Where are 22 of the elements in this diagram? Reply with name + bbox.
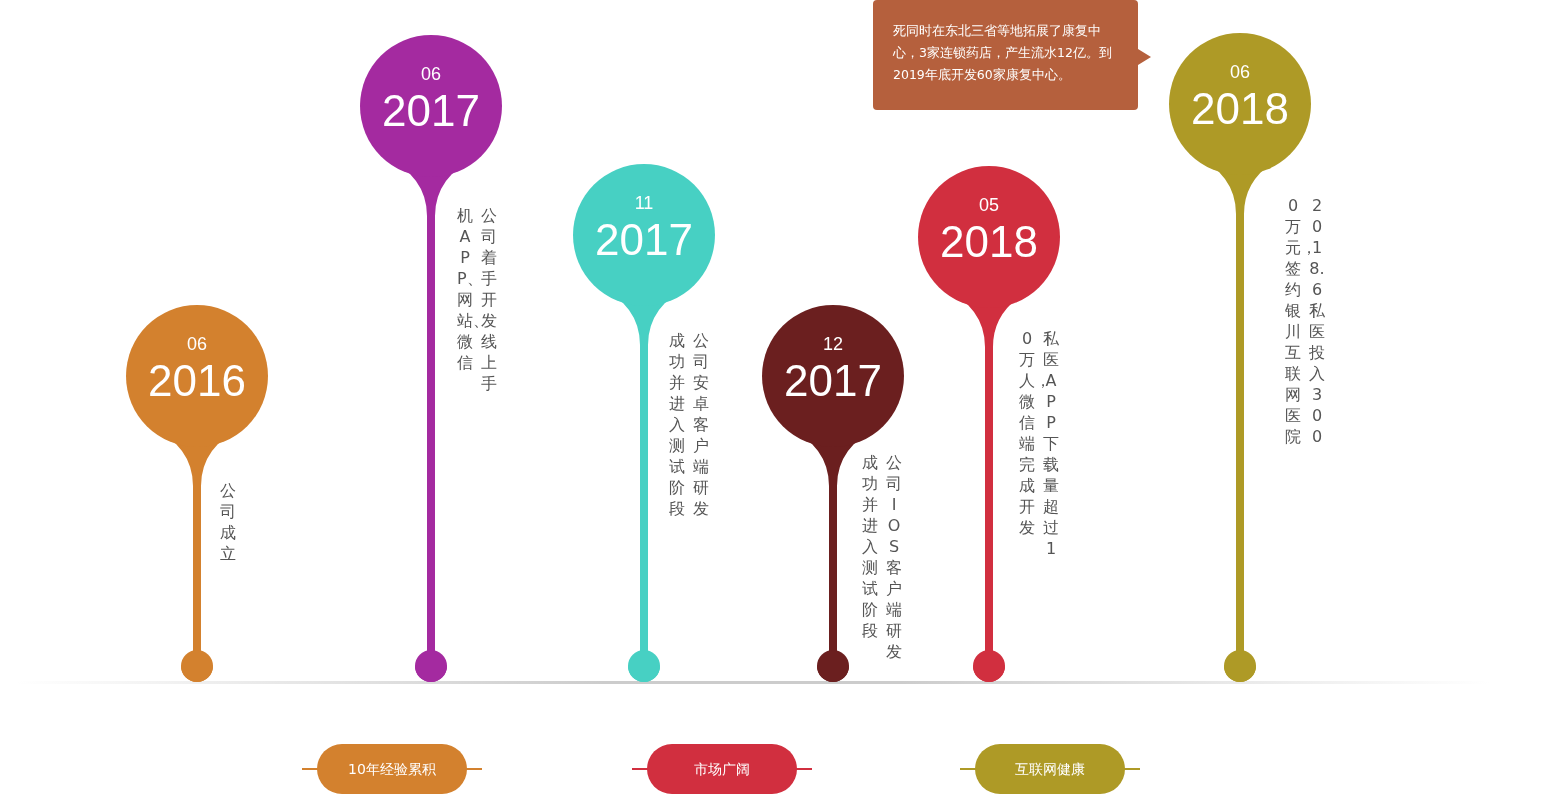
milestone-text: 2018.6私医投入3000万元，签约银川互联网医院 — [1285, 195, 1325, 447]
callout-box: 死同时在东北三省等地拓展了康复中心，3家连锁药店，产生流水12亿。到2019年底开发60家康复中心。 — [873, 0, 1138, 110]
category-pill: 互联网健康 — [975, 744, 1125, 794]
milestone-text: 公司着手开发线上手机APP、网站、微信 — [457, 205, 497, 394]
month-label: 11 — [633, 193, 655, 214]
month-label: 05 — [978, 195, 1000, 216]
year-label: 2016 — [147, 356, 247, 406]
category-pill: 10年经验累积 — [317, 744, 467, 794]
milestone-text: 公司安卓客户端研发成功并进入测试阶段 — [669, 330, 709, 519]
month-label: 12 — [822, 334, 844, 355]
milestone-text: 公司成立 — [220, 480, 236, 564]
category-pill: 市场广阔 — [647, 744, 797, 794]
month-label: 06 — [1229, 62, 1251, 83]
month-label: 06 — [420, 64, 442, 85]
year-label: 2018 — [1190, 84, 1290, 134]
milestone-text: 公司IOS客户端研发成功并进入测试阶段 — [862, 452, 902, 662]
year-label: 2017 — [381, 86, 481, 136]
month-label: 06 — [186, 334, 208, 355]
year-label: 2018 — [939, 217, 1039, 267]
milestone-text: 私医APP下载量超过10万人，微信端完成开发 — [1019, 328, 1059, 559]
year-label: 2017 — [783, 356, 883, 406]
year-label: 2017 — [594, 215, 694, 265]
